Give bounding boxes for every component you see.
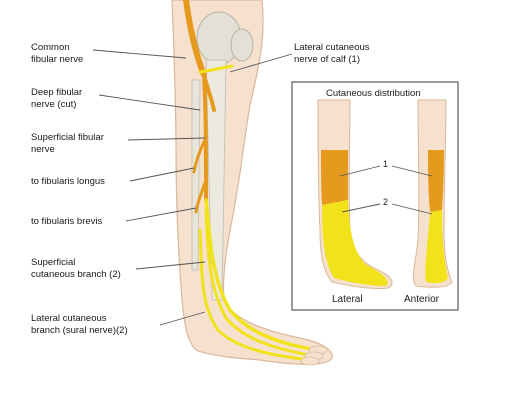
inset-marker-1: 1 — [383, 159, 389, 169]
label-lateral-cutaneous-calf: Lateral cutaneous nerve of calf (1) — [294, 42, 370, 65]
patella-bone — [230, 28, 254, 62]
inset-title: Cutaneous distribution — [326, 88, 421, 99]
inset-lateral-zone-1 — [321, 150, 348, 205]
label-common-fibular-nerve: Common fibular nerve — [31, 42, 84, 65]
common-fibular-nerve — [183, 0, 207, 78]
label-superficial-fibular-nerve: Superficial fibular nerve — [31, 132, 104, 155]
superficial-cutaneous-branch-2 — [204, 208, 316, 358]
label-to-fibularis-brevis: to fibularis brevis — [31, 216, 103, 227]
label-deep-fibular-nerve: Deep fibular nerve (cut) — [31, 87, 83, 110]
fibula-bone — [191, 79, 201, 271]
inset-caption-anterior: Anterior — [404, 294, 440, 305]
inset-lateral-zone-2 — [322, 200, 388, 286]
inset-leader-lines — [339, 165, 433, 215]
superficial-cutaneous-branch — [204, 198, 320, 352]
branch-fibularis-longus — [192, 138, 207, 174]
label-to-fibularis-longus: to fibularis longus — [31, 176, 105, 187]
lateral-calf-branch — [198, 64, 234, 74]
branch-fibularis-brevis — [194, 178, 208, 214]
label-lateral-cutaneous-sural: Lateral cutaneous branch (sural nerve)(2… — [31, 313, 128, 336]
inset-caption-lateral: Lateral — [332, 294, 363, 305]
sural-nerve-branch — [198, 228, 312, 362]
leader-lines — [92, 49, 293, 326]
label-superficial-cutaneous-branch: Superficial cutaneous branch (2) — [31, 257, 121, 280]
inset-anterior-zone-2 — [425, 210, 448, 284]
inset-anterior-zone-1 — [428, 150, 444, 212]
inset-marker-2: 2 — [383, 197, 389, 207]
toe — [300, 356, 320, 366]
